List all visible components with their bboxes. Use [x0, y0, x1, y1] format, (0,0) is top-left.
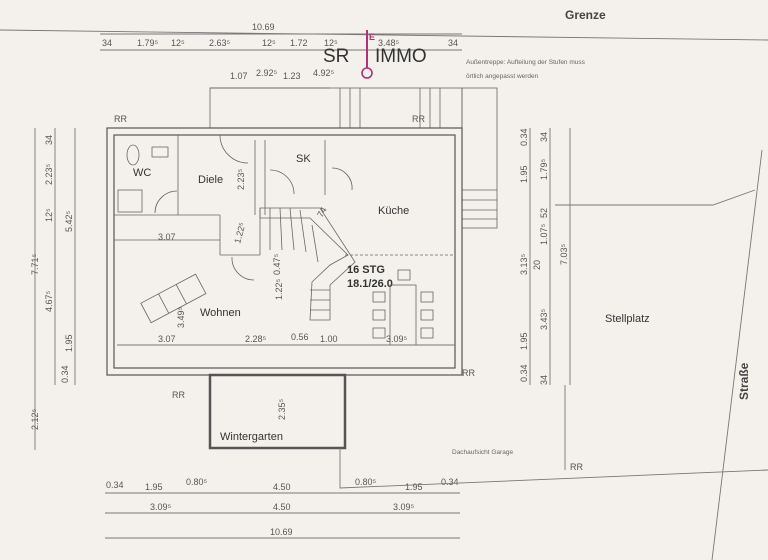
svg-text:34: 34	[448, 38, 458, 48]
svg-text:34: 34	[539, 132, 549, 142]
note-line-1: Außentreppe: Aufteilung der Stufen muss	[466, 59, 586, 66]
svg-text:3.13⁵: 3.13⁵	[519, 253, 529, 275]
svg-text:74: 74	[315, 205, 329, 219]
svg-text:3.07: 3.07	[158, 334, 176, 344]
outer-stairs	[339, 87, 498, 229]
svg-text:0.47⁵: 0.47⁵	[272, 253, 282, 275]
svg-text:0.34: 0.34	[60, 365, 70, 383]
inner-staircase	[259, 207, 356, 321]
svg-text:0.80⁵: 0.80⁵	[355, 477, 377, 487]
property-boundary-line	[0, 29, 768, 41]
bottom-dimensions: 0.34 1.95 0.80⁵ 4.50 0.80⁵ 1.95 0.34 3.0…	[105, 477, 460, 539]
left-dimensions: 7.71⁵ 2.12⁵ 34 2.23⁵ 12⁵ 4.67⁵ 0.34 5.42…	[30, 128, 76, 450]
svg-text:1.95: 1.95	[64, 334, 74, 352]
svg-text:3.09⁵: 3.09⁵	[393, 502, 415, 512]
svg-text:3.49⁵: 3.49⁵	[176, 306, 186, 328]
svg-text:2.12⁵: 2.12⁵	[30, 408, 40, 430]
svg-text:1.07⁵: 1.07⁵	[539, 223, 549, 245]
svg-text:1.23: 1.23	[283, 71, 301, 81]
svg-text:52: 52	[539, 208, 549, 218]
rr-label: RR	[570, 462, 583, 472]
svg-text:10.69: 10.69	[252, 22, 275, 32]
stellplatz-label: Stellplatz	[605, 313, 650, 325]
svg-text:1.95: 1.95	[519, 332, 529, 350]
svg-text:3.48⁵: 3.48⁵	[378, 38, 400, 48]
svg-text:4.67⁵: 4.67⁵	[44, 290, 54, 312]
rr-label: RR	[114, 114, 127, 124]
sofa	[140, 273, 207, 324]
svg-text:7.71⁵: 7.71⁵	[30, 253, 40, 275]
svg-text:2.23⁵: 2.23⁵	[44, 163, 54, 185]
rr-label: RR	[462, 368, 475, 378]
room-wc: WC	[133, 167, 151, 179]
boundary-label: Grenze	[565, 8, 606, 22]
street-line	[711, 149, 763, 560]
rr-label: RR	[412, 114, 425, 124]
svg-text:3.43⁵: 3.43⁵	[539, 308, 549, 330]
svg-text:1.79⁵: 1.79⁵	[137, 38, 159, 48]
garage-line	[555, 189, 756, 206]
svg-text:4.50: 4.50	[273, 502, 291, 512]
room-wohnen: Wohnen	[200, 307, 241, 319]
svg-text:2.35⁵: 2.35⁵	[277, 398, 287, 420]
svg-text:1.00: 1.00	[320, 334, 338, 344]
svg-text:3.07: 3.07	[158, 232, 176, 242]
svg-text:20: 20	[532, 260, 542, 270]
room-kueche: Küche	[378, 205, 409, 217]
right-dimensions: 0.34 1.95 3.13⁵ 1.95 0.34 34 1.79⁵ 52 1.…	[519, 128, 571, 385]
wintergarten-walls	[208, 373, 347, 450]
svg-text:0.56: 0.56	[291, 332, 309, 342]
svg-text:IMMO: IMMO	[375, 46, 427, 67]
svg-text:0.80⁵: 0.80⁵	[186, 477, 208, 487]
svg-text:2.23⁵: 2.23⁵	[236, 168, 246, 190]
svg-text:12⁵: 12⁵	[44, 208, 54, 222]
svg-text:1.79⁵: 1.79⁵	[539, 158, 549, 180]
svg-text:12⁵: 12⁵	[324, 38, 338, 48]
note-line-2: örtlich angepasst werden	[466, 73, 539, 80]
svg-text:1.95: 1.95	[145, 482, 163, 492]
svg-text:4.92⁵: 4.92⁵	[313, 68, 335, 78]
street-label: Straße	[737, 362, 751, 400]
svg-text:2.92⁵: 2.92⁵	[256, 68, 278, 78]
room-wintergarten: Wintergarten	[220, 431, 283, 443]
svg-text:1.07: 1.07	[230, 71, 248, 81]
svg-text:0.34: 0.34	[441, 477, 459, 487]
svg-text:1.72: 1.72	[290, 38, 308, 48]
sr-immo-logo: SR IMMO E	[323, 30, 427, 79]
svg-text:3.09⁵: 3.09⁵	[150, 502, 172, 512]
svg-text:34: 34	[44, 135, 54, 145]
svg-text:4.50: 4.50	[273, 482, 291, 492]
rr-label: RR	[172, 390, 185, 400]
svg-text:SR: SR	[323, 46, 349, 67]
svg-text:E: E	[369, 32, 375, 42]
svg-text:1.22⁵: 1.22⁵	[232, 221, 247, 244]
top-dimensions: 10.69 34 1.79⁵ 12⁵ 2.63⁵ 12⁵ 1.72 12⁵ 3.…	[100, 22, 462, 89]
room-diele: Diele	[198, 174, 223, 186]
svg-text:0.34: 0.34	[106, 480, 124, 490]
garage-label: Dachaufsicht Garage	[452, 449, 513, 456]
svg-text:2.28⁵: 2.28⁵	[245, 334, 267, 344]
svg-text:0.34: 0.34	[519, 364, 529, 382]
stair-steps: 16 STG	[347, 264, 385, 276]
svg-text:7.03⁵: 7.03⁵	[559, 243, 569, 265]
svg-text:5.42⁵: 5.42⁵	[64, 210, 74, 232]
svg-text:3.09⁵: 3.09⁵	[386, 334, 408, 344]
svg-text:12⁵: 12⁵	[171, 38, 185, 48]
svg-text:10.69: 10.69	[270, 527, 293, 537]
svg-text:34: 34	[102, 38, 112, 48]
svg-text:1.95: 1.95	[519, 165, 529, 183]
stair-ratio: 18.1/26.0	[347, 278, 393, 290]
room-sk: SK	[296, 153, 311, 165]
svg-text:34: 34	[539, 375, 549, 385]
svg-text:1.22⁵: 1.22⁵	[274, 278, 284, 300]
garage-roof-line	[339, 448, 768, 489]
svg-text:1.95: 1.95	[405, 482, 423, 492]
svg-text:12⁵: 12⁵	[262, 38, 276, 48]
svg-text:0.34: 0.34	[519, 128, 529, 146]
svg-text:2.63⁵: 2.63⁵	[209, 38, 231, 48]
building-walls	[106, 127, 463, 376]
